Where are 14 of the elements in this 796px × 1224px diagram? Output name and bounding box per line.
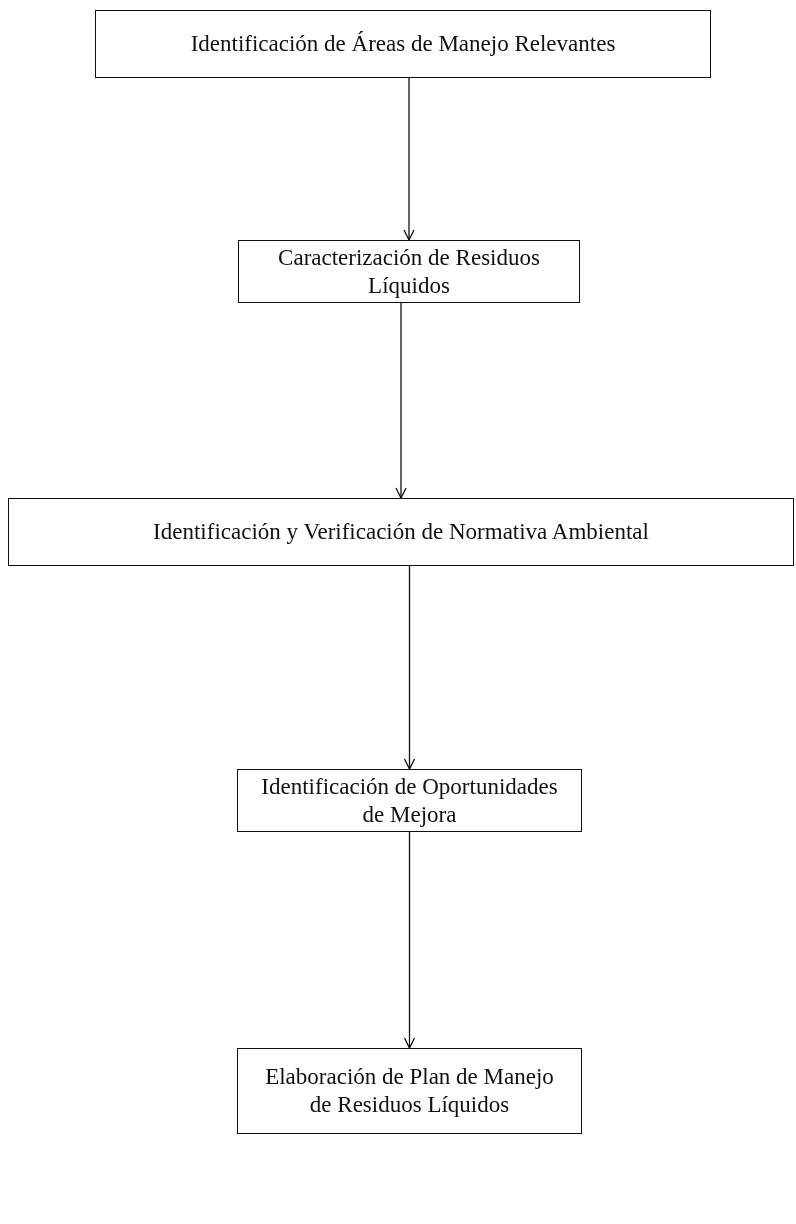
step-text: Caracterización de Residuos Líquidos <box>277 243 541 300</box>
process-box <box>95 10 711 78</box>
process-box <box>238 240 580 303</box>
process-box <box>237 1048 582 1134</box>
process-box <box>8 498 794 566</box>
step-text: Elaboración de Plan de Manejo de Residuos Líquidos <box>264 1063 555 1119</box>
step-text: Identificación y Verificación de Normativa Ambiental <box>153 518 649 546</box>
arrow <box>403 831 416 1049</box>
step-text: Identificación de Oportunidades de Mejora <box>260 772 559 829</box>
step-text: Identificación de Áreas de Manejo Relevantes <box>190 30 616 58</box>
arrow <box>403 565 416 770</box>
process-box <box>237 769 582 832</box>
arrow <box>403 77 415 241</box>
arrow <box>395 302 407 499</box>
